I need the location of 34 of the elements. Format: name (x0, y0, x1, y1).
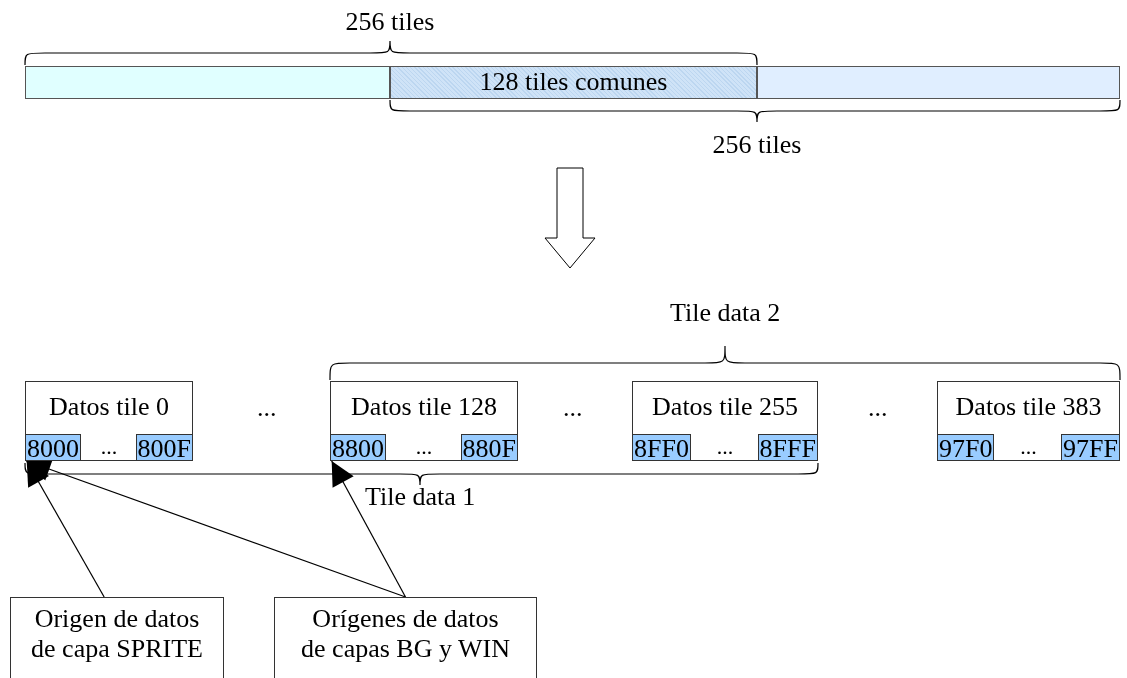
address-cell: 880F (460, 434, 518, 461)
address-cell: 8000 (25, 434, 81, 461)
arrow (331, 460, 407, 598)
tile-data-box (937, 381, 1120, 461)
address-cell: 8FFF (757, 434, 818, 461)
shared-tiles-segment: 128 tiles comunes (390, 66, 757, 99)
address-cell: 97F0 (937, 434, 995, 461)
tile-heading: Datos tile 255 (651, 392, 799, 422)
ellipsis: ... (257, 394, 277, 422)
address-cell: 8800 (330, 434, 386, 461)
tile-heading: Datos tile 383 (954, 392, 1103, 422)
tile-data-box (330, 381, 518, 461)
tile-heading: Datos tile 0 (48, 392, 170, 422)
ellipsis: ... (563, 394, 583, 422)
address-cell: 8FF0 (632, 434, 691, 461)
address-cell: 97FF (1061, 434, 1120, 461)
brace-label: Tile data 1 (365, 483, 476, 511)
ellipsis: ... (415, 434, 433, 460)
source-box: Orígenes de datos de capas BG y WIN (274, 597, 537, 678)
tile-heading: Datos tile 128 (350, 392, 498, 422)
ellipsis: ... (716, 434, 734, 460)
ellipsis: ... (1020, 434, 1037, 460)
arrow (26, 460, 105, 598)
memory-bar-segment (25, 66, 390, 99)
tile-data-box (25, 381, 193, 461)
source-box: Origen de datos de capa SPRITE (10, 597, 224, 678)
ellipsis: ... (100, 434, 118, 460)
memory-bar-segment (757, 66, 1120, 99)
brace-label: 256 tiles (345, 8, 435, 36)
tile-data-box (632, 381, 818, 461)
address-cell: 800F (135, 434, 193, 461)
brace-label: Tile data 2 (670, 299, 781, 327)
brace-label: 256 tiles (712, 131, 802, 159)
ellipsis: ... (868, 394, 888, 422)
